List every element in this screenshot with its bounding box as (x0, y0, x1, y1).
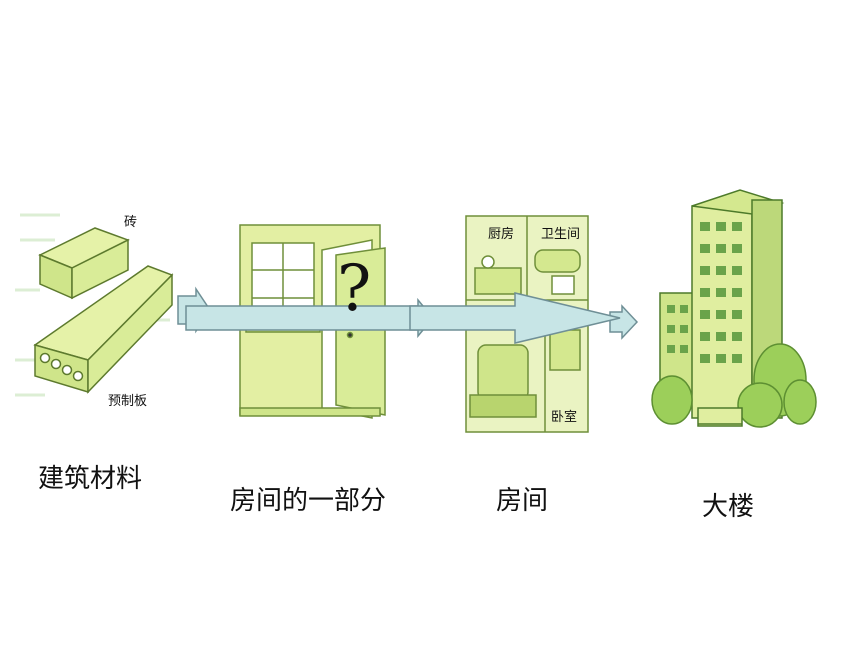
question-mark: ? (337, 252, 371, 326)
kitchen-label: 厨房 (488, 226, 514, 242)
caption-building: 大楼 (702, 492, 755, 522)
materials-illustration: 砖 预制板 (15, 213, 174, 409)
building-illustration (651, 189, 817, 428)
slab-label: 预制板 (108, 394, 147, 409)
bathroom-label: 卫生间 (541, 227, 580, 242)
bedroom-label: 卧室 (551, 409, 577, 425)
flow-arrows (177, 286, 639, 344)
caption-room: 房间 (496, 486, 549, 516)
slab-shape (33, 265, 174, 394)
brick-label: 砖 (124, 215, 137, 230)
arrow-main-2 (409, 292, 621, 344)
caption-materials: 建筑材料 (38, 464, 143, 494)
arrow-stub-2 (609, 304, 639, 340)
arrow-main-1 (185, 297, 434, 339)
caption-room-part: 房间的一部分 (230, 486, 387, 516)
brick-shape (38, 227, 130, 300)
